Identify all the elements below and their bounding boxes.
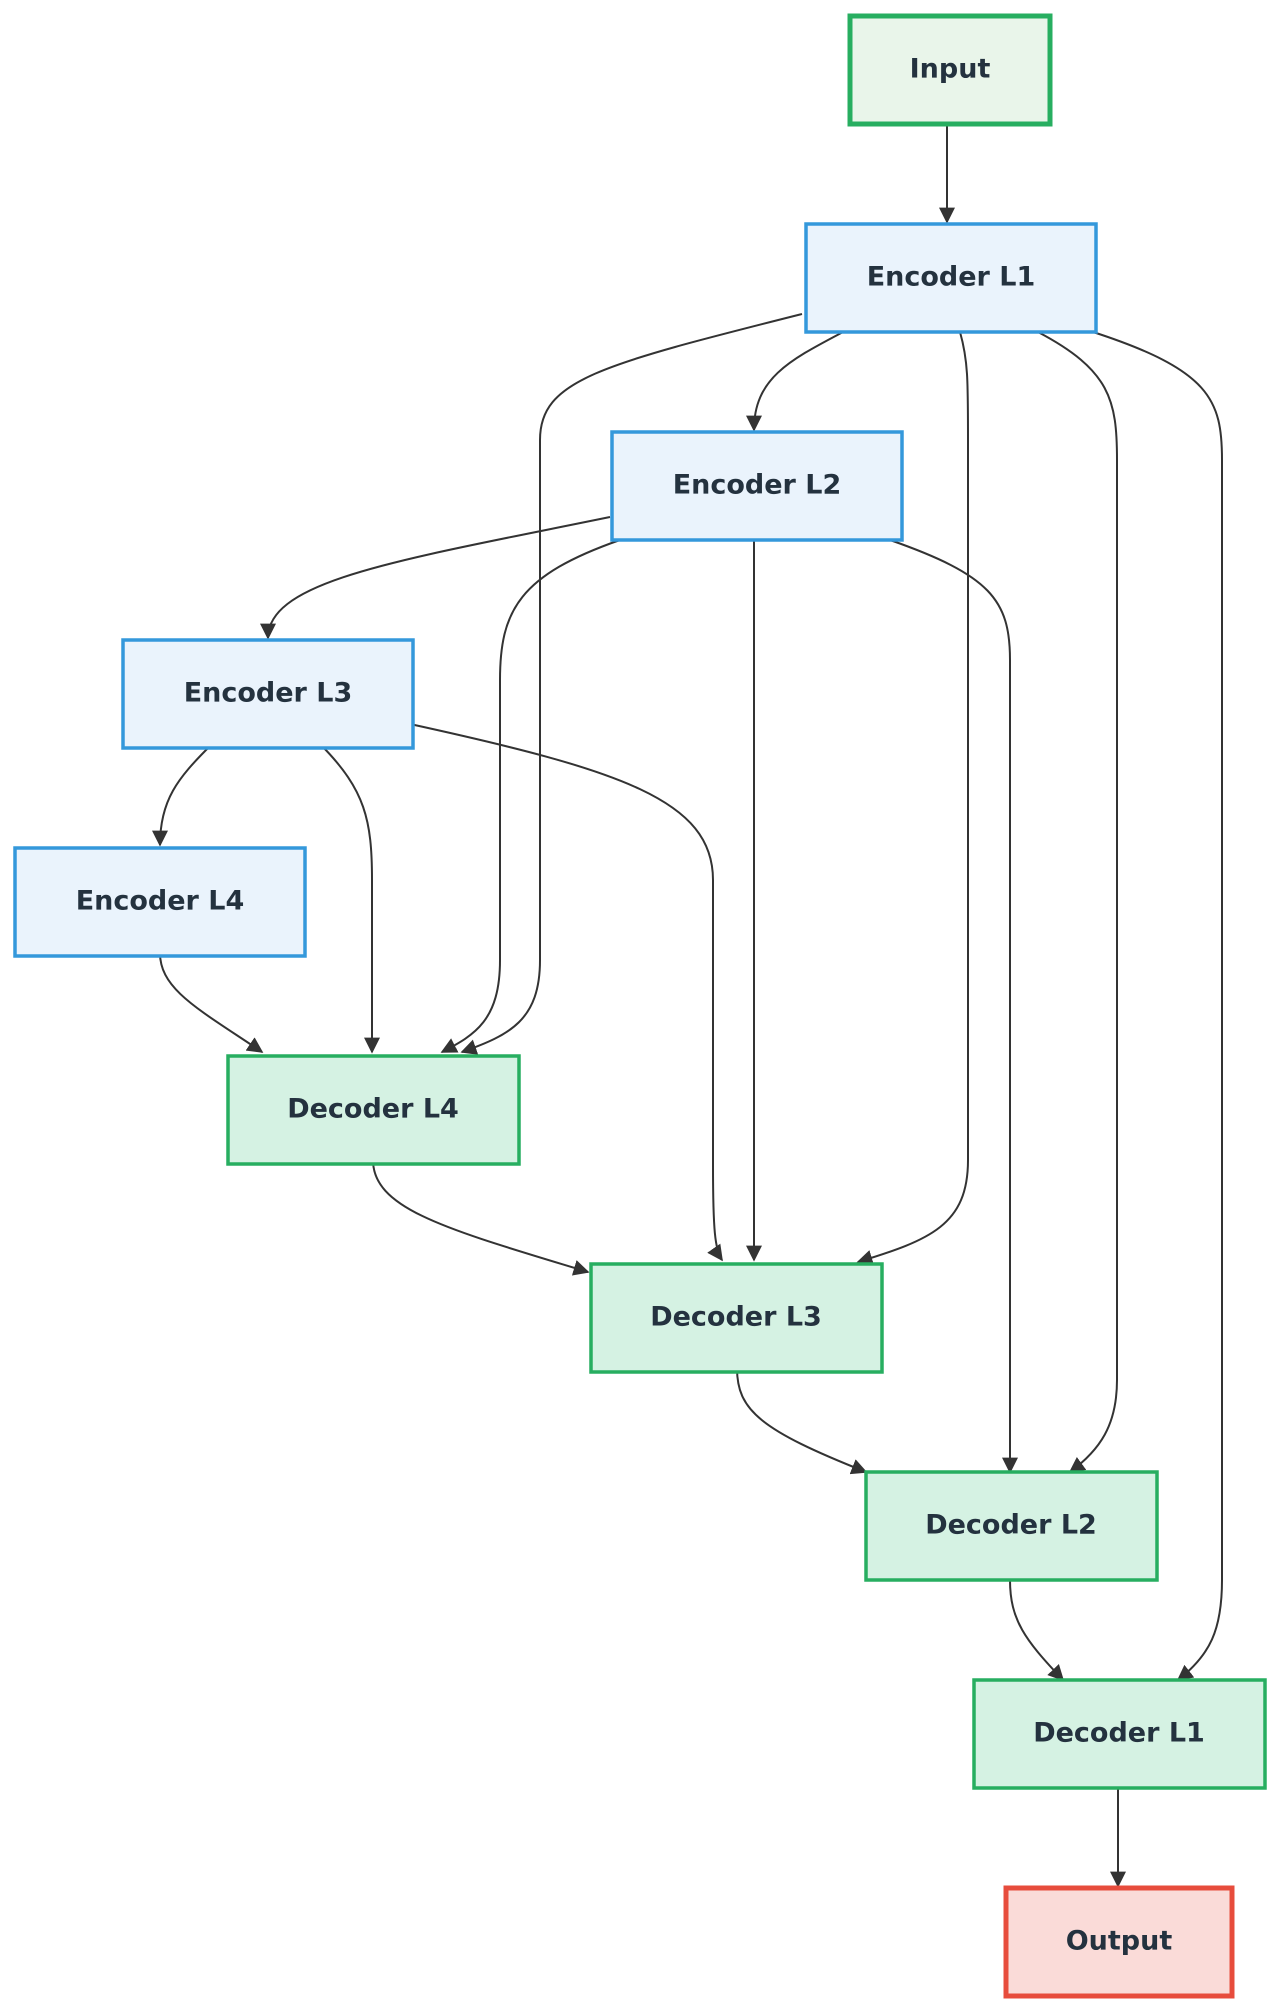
node-decoder-l2-box (864, 1470, 1159, 1582)
node-decoder-l3-label: Decoder L3 (650, 1302, 822, 1333)
edge-enc1-to-dec1 (1092, 331, 1223, 1681)
edge-enc1-to-enc2 (746, 331, 844, 432)
edge-enc3-to-dec4 (321, 745, 380, 1054)
node-layer: Input Encoder L1 Encoder L2 Encoder L3 E… (13, 13, 1267, 1999)
edge-enc2-to-dec4 (440, 539, 621, 1053)
node-encoder-l1-box (804, 222, 1098, 334)
edge-dec2-to-dec1 (1009, 1579, 1065, 1682)
edge-dec3-to-dec2 (736, 1367, 868, 1475)
node-decoder-l4: Decoder L4 (226, 1054, 521, 1166)
node-decoder-l4-label: Decoder L4 (287, 1094, 459, 1125)
node-decoder-l2: Decoder L2 (864, 1470, 1159, 1582)
node-encoder-l4-label: Encoder L4 (76, 886, 245, 917)
node-decoder-l3: Decoder L3 (589, 1262, 884, 1374)
node-decoder-l3-box (589, 1262, 884, 1374)
edge-enc3-to-dec3 (409, 723, 723, 1262)
edge-enc1-to-dec4 (460, 313, 803, 1055)
node-encoder-l1: Encoder L1 (804, 222, 1098, 334)
edge-enc2-to-dec2 (889, 539, 1018, 1474)
node-decoder-l1: Decoder L1 (972, 1678, 1267, 1790)
node-decoder-l1-box (972, 1678, 1267, 1790)
edge-enc3-to-enc4 (152, 745, 211, 847)
node-encoder-l1-label: Encoder L1 (867, 262, 1036, 293)
node-output-label: Output (1066, 1926, 1173, 1957)
node-input-label: Input (910, 54, 991, 85)
node-input: Input (847, 13, 1053, 127)
node-decoder-l1-label: Decoder L1 (1033, 1718, 1205, 1749)
node-encoder-l2-label: Encoder L2 (673, 470, 842, 501)
edge-enc2-to-enc3 (260, 516, 611, 640)
node-encoder-l2-box (610, 430, 904, 542)
node-input-box (847, 13, 1053, 127)
node-output-box (1003, 1885, 1235, 1999)
edge-enc1-to-dec3 (856, 331, 969, 1266)
node-encoder-l3-label: Encoder L3 (184, 678, 353, 709)
node-encoder-l4-box (13, 846, 307, 958)
node-encoder-l2: Encoder L2 (610, 430, 904, 542)
node-encoder-l3-box (121, 638, 415, 750)
edge-enc4-to-dec4 (159, 952, 264, 1053)
edge-dec4-to-dec3 (372, 1159, 590, 1276)
node-output: Output (1003, 1885, 1235, 1999)
node-encoder-l3: Encoder L3 (121, 638, 415, 750)
node-decoder-l2-label: Decoder L2 (925, 1510, 1097, 1541)
node-decoder-l4-box (226, 1054, 521, 1166)
edge-enc1-to-dec2 (1037, 331, 1118, 1473)
edge-layer (152, 124, 1223, 1888)
node-encoder-l4: Encoder L4 (13, 846, 307, 958)
